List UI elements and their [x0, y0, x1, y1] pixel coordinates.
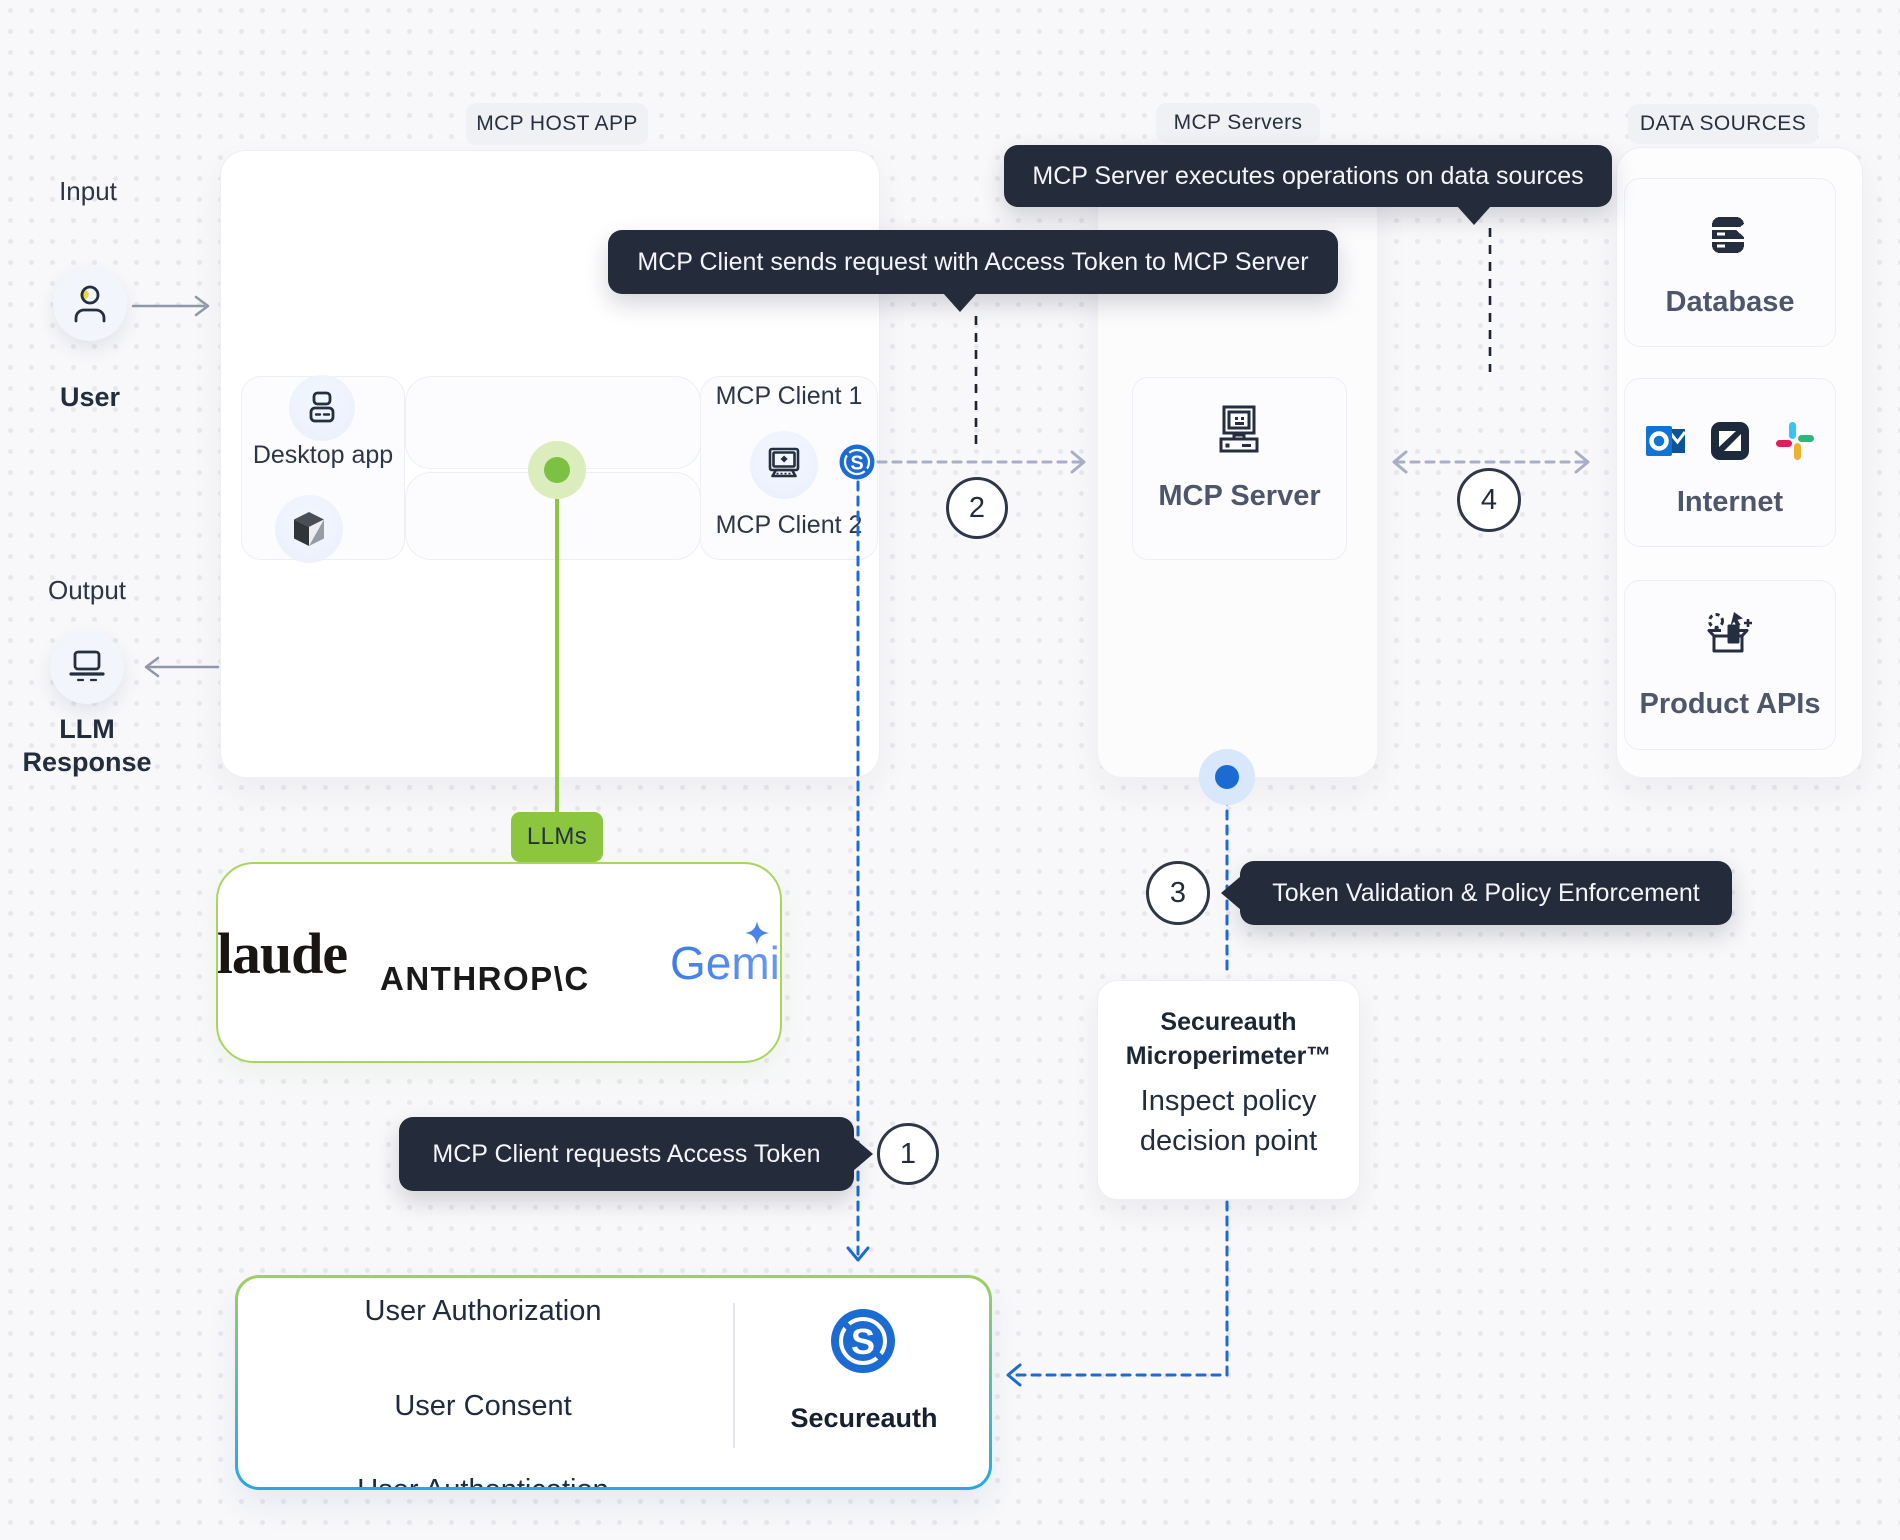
mcp-client-2-label: MCP Client 2 [715, 511, 863, 539]
mcp-client-avatar [750, 431, 818, 499]
anthropic-logo: ANTHROP\C [380, 960, 590, 997]
llms-chip: LLMs [511, 812, 603, 862]
data-sources-title-chip: DATA SOURCES [1628, 104, 1818, 144]
step-3-marker: 3 [1146, 861, 1210, 925]
user-avatar [53, 267, 127, 341]
user-to-host-arrow [131, 295, 210, 317]
product-apis-avatar [1703, 606, 1755, 661]
user-authorization-inner: User Authorization User Consent User Aut… [238, 1278, 989, 1487]
retro-computer-icon [1219, 405, 1259, 453]
user-authorization-box: User Authorization User Consent User Aut… [235, 1275, 992, 1490]
internet-label: Internet [1676, 486, 1784, 518]
microperimeter-title: Secureauth Microperimeter™ [1125, 1008, 1332, 1070]
step-1-marker: 1 [877, 1123, 939, 1185]
secureauth-logo-icon: S [831, 1309, 895, 1373]
callout-client-sends-text: MCP Client sends request with Access Tok… [637, 247, 1309, 276]
mcp-servers-title: MCP Servers [1173, 111, 1303, 134]
product-apis-node [1624, 580, 1836, 750]
user-authorization-label: User Authorization [364, 1295, 602, 1327]
model-cube-avatar [275, 495, 343, 563]
policy-to-authorization-arrow [1006, 1200, 1229, 1387]
llm-response-label: LLM Response [22, 714, 152, 777]
database-node [1624, 178, 1836, 347]
callout-server-executes: MCP Server executes operations on data s… [1004, 145, 1612, 225]
callout-token-validation: Token Validation & Policy Enforcement [1240, 861, 1732, 925]
step-4-marker: 4 [1457, 468, 1521, 532]
user-label: User [59, 382, 121, 412]
secureauth-badge: S [839, 444, 875, 480]
database-label: Database [1665, 286, 1795, 318]
step-2-marker: 2 [946, 477, 1008, 539]
mcp-server-label: MCP Server [1158, 480, 1321, 512]
slack-icon [1776, 422, 1814, 460]
secureauth-badge-icon: S [839, 444, 875, 480]
internet-node [1624, 378, 1836, 547]
monitor-icon [768, 447, 800, 478]
host-app-title-chip: MCP HOST APP [466, 103, 648, 145]
user-icon [74, 285, 106, 323]
output-label: Output [47, 575, 127, 605]
product-apis-label: Product APIs [1639, 688, 1821, 720]
callout-server-executes-text: MCP Server executes operations on data s… [1032, 161, 1584, 190]
secureauth-logo: S [830, 1308, 896, 1374]
database-icon [1712, 217, 1744, 253]
user-consent-label: User Consent [394, 1390, 572, 1422]
internet-icons [1624, 420, 1836, 462]
llms-chip-label: LLMs [526, 823, 588, 850]
llm-providers-box: claude ANTHROP\C Gemini [216, 862, 782, 1063]
mcp-servers-title-chip: MCP Servers [1156, 103, 1320, 143]
secureauth-wordmark: Secureauth [790, 1403, 938, 1433]
claude-logo: claude [216, 921, 348, 986]
desktop-app-icon [309, 391, 335, 423]
mcp-client-1-label: MCP Client 1 [715, 382, 863, 410]
callout-token-validation-text: Token Validation & Policy Enforcement [1272, 878, 1700, 907]
data-sources-title: DATA SOURCES [1639, 112, 1807, 135]
database-avatar [1703, 210, 1753, 265]
callout-client-requests-text: MCP Client requests Access Token [432, 1139, 821, 1168]
gemini-logo: Gemini [670, 936, 780, 990]
callout-client-sends: MCP Client sends request with Access Tok… [608, 230, 1338, 312]
host-app-title: MCP HOST APP [476, 112, 638, 135]
input-label: Input [59, 176, 117, 206]
svg-text:S: S [850, 453, 863, 475]
client-to-server-arrow [876, 450, 1086, 474]
user-authentication-label: User Authentication [293, 1474, 673, 1487]
callout-client-requests: MCP Client requests Access Token [399, 1117, 854, 1191]
divider [733, 1303, 735, 1448]
sparkle-icon [745, 921, 769, 945]
laptop-icon [69, 650, 105, 682]
zendesk-icon [1711, 422, 1749, 460]
llm-response-avatar [50, 630, 124, 704]
microperimeter-body: Inspect policy decision point [1139, 1085, 1318, 1157]
outlook-icon [1646, 426, 1686, 456]
host-to-output-arrow [144, 656, 220, 678]
connector-lane-bottom [405, 472, 701, 560]
desktop-app-avatar [289, 375, 355, 441]
microperimeter-box: Secureauth Microperimeter™ Inspect polic… [1097, 980, 1360, 1200]
connector-lane-top [405, 376, 701, 469]
mcp-server-avatar [1212, 404, 1266, 461]
cube-icon [294, 512, 324, 546]
package-icon [1707, 612, 1752, 653]
svg-text:S: S [851, 1321, 875, 1362]
desktop-app-label: Desktop app [252, 441, 394, 469]
